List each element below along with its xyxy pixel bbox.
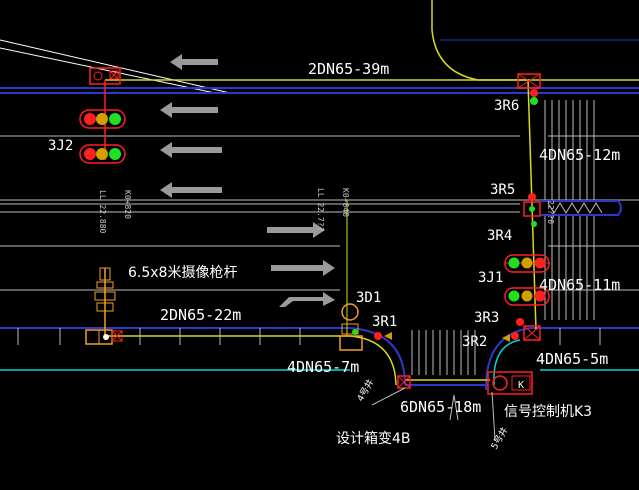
signal-3r3: [511, 318, 541, 341]
signal-label-3r4: 3R4: [487, 228, 512, 244]
cable-label-left-lower: 2DN65-22m: [160, 306, 241, 324]
signal-3d1: [339, 303, 363, 351]
cable-label-bottom: 6DN65-18m: [400, 398, 481, 416]
well-tag-right: 5号井: [488, 425, 510, 452]
signal-head-lower: [79, 144, 126, 164]
cable-label-right-lower: 4DN65-5m: [536, 350, 608, 368]
cable-corner-left: [349, 335, 397, 386]
leader-controller: [491, 391, 496, 441]
signal-label-3r1: 3R1: [372, 314, 397, 330]
controller-label: 信号控制机K3: [504, 404, 592, 420]
well-tag-left: 4号井: [354, 377, 376, 404]
signal-label-3j2: 3J2: [48, 138, 73, 154]
signal-label-3r2: 3R2: [462, 334, 487, 350]
lane-arrows: [160, 54, 335, 307]
signal-head-upper: [79, 109, 126, 129]
crosswalk-right: [544, 100, 595, 320]
signal-3r2: [502, 334, 510, 342]
leader-transformer: [371, 387, 406, 406]
cable-label-top: 2DN65-39m: [308, 60, 389, 78]
pole-base: [89, 67, 121, 85]
stake-left-a: LL 22.880: [98, 190, 107, 234]
signal-3r5: [523, 193, 541, 217]
signal-3r4: [531, 221, 537, 227]
signal-label-3d1: 3D1: [356, 290, 381, 306]
arrow-left-2: [160, 102, 218, 118]
signal-3r1: [374, 332, 392, 340]
stake-mid-a: LL 22.7??: [316, 188, 325, 232]
median-hatch: [547, 202, 603, 214]
signal-label-3j1: 3J1: [478, 270, 503, 286]
signal-3j1: [504, 254, 550, 306]
transformer-label: 设计箱变4B: [336, 431, 411, 447]
median-island: [540, 200, 622, 216]
stake-right-b: 22??0: [546, 200, 555, 224]
arrow-right-1: [267, 222, 325, 238]
signal-controller-k3: [487, 371, 533, 395]
arrow-right-2: [271, 260, 335, 276]
signal-3j2: [79, 67, 126, 164]
controller-box-letter: K: [518, 380, 524, 391]
crosswalk-bottom: [411, 330, 476, 375]
signal-label-3r6: 3R6: [494, 98, 519, 114]
arrow-right-turn: [279, 292, 335, 307]
arrow-left-3: [160, 142, 222, 158]
camera-pole: [85, 267, 123, 345]
signal-3r6: [517, 73, 541, 105]
cable-label-left-corner: 4DN65-7m: [287, 358, 359, 376]
diagonal-edge-line-2: [0, 47, 216, 94]
signal-label-3r3: 3R3: [474, 310, 499, 326]
signal-label-3r5: 3R5: [490, 182, 515, 198]
corner-curve-left: [349, 327, 406, 386]
cable-label-right-upper: 4DN65-12m: [539, 146, 620, 164]
arrow-left-4: [160, 182, 222, 198]
camera-pole-label: 6.5x8米摄像枪杆: [128, 264, 237, 281]
sidewalk-ticks: [17, 328, 601, 345]
diagonal-edge-line: [0, 39, 231, 94]
stake-left-b: K0+820: [123, 190, 132, 219]
arrow-left-1: [170, 54, 218, 70]
leader-arrow-mid: [449, 394, 459, 421]
cable-label-right-middle: 4DN65-11m: [539, 276, 620, 294]
stake-mid-b: K0+840: [341, 188, 350, 217]
stake-labels: LL 22.880 K0+820 LL 22.7?? K0+840 22??0: [98, 188, 555, 234]
